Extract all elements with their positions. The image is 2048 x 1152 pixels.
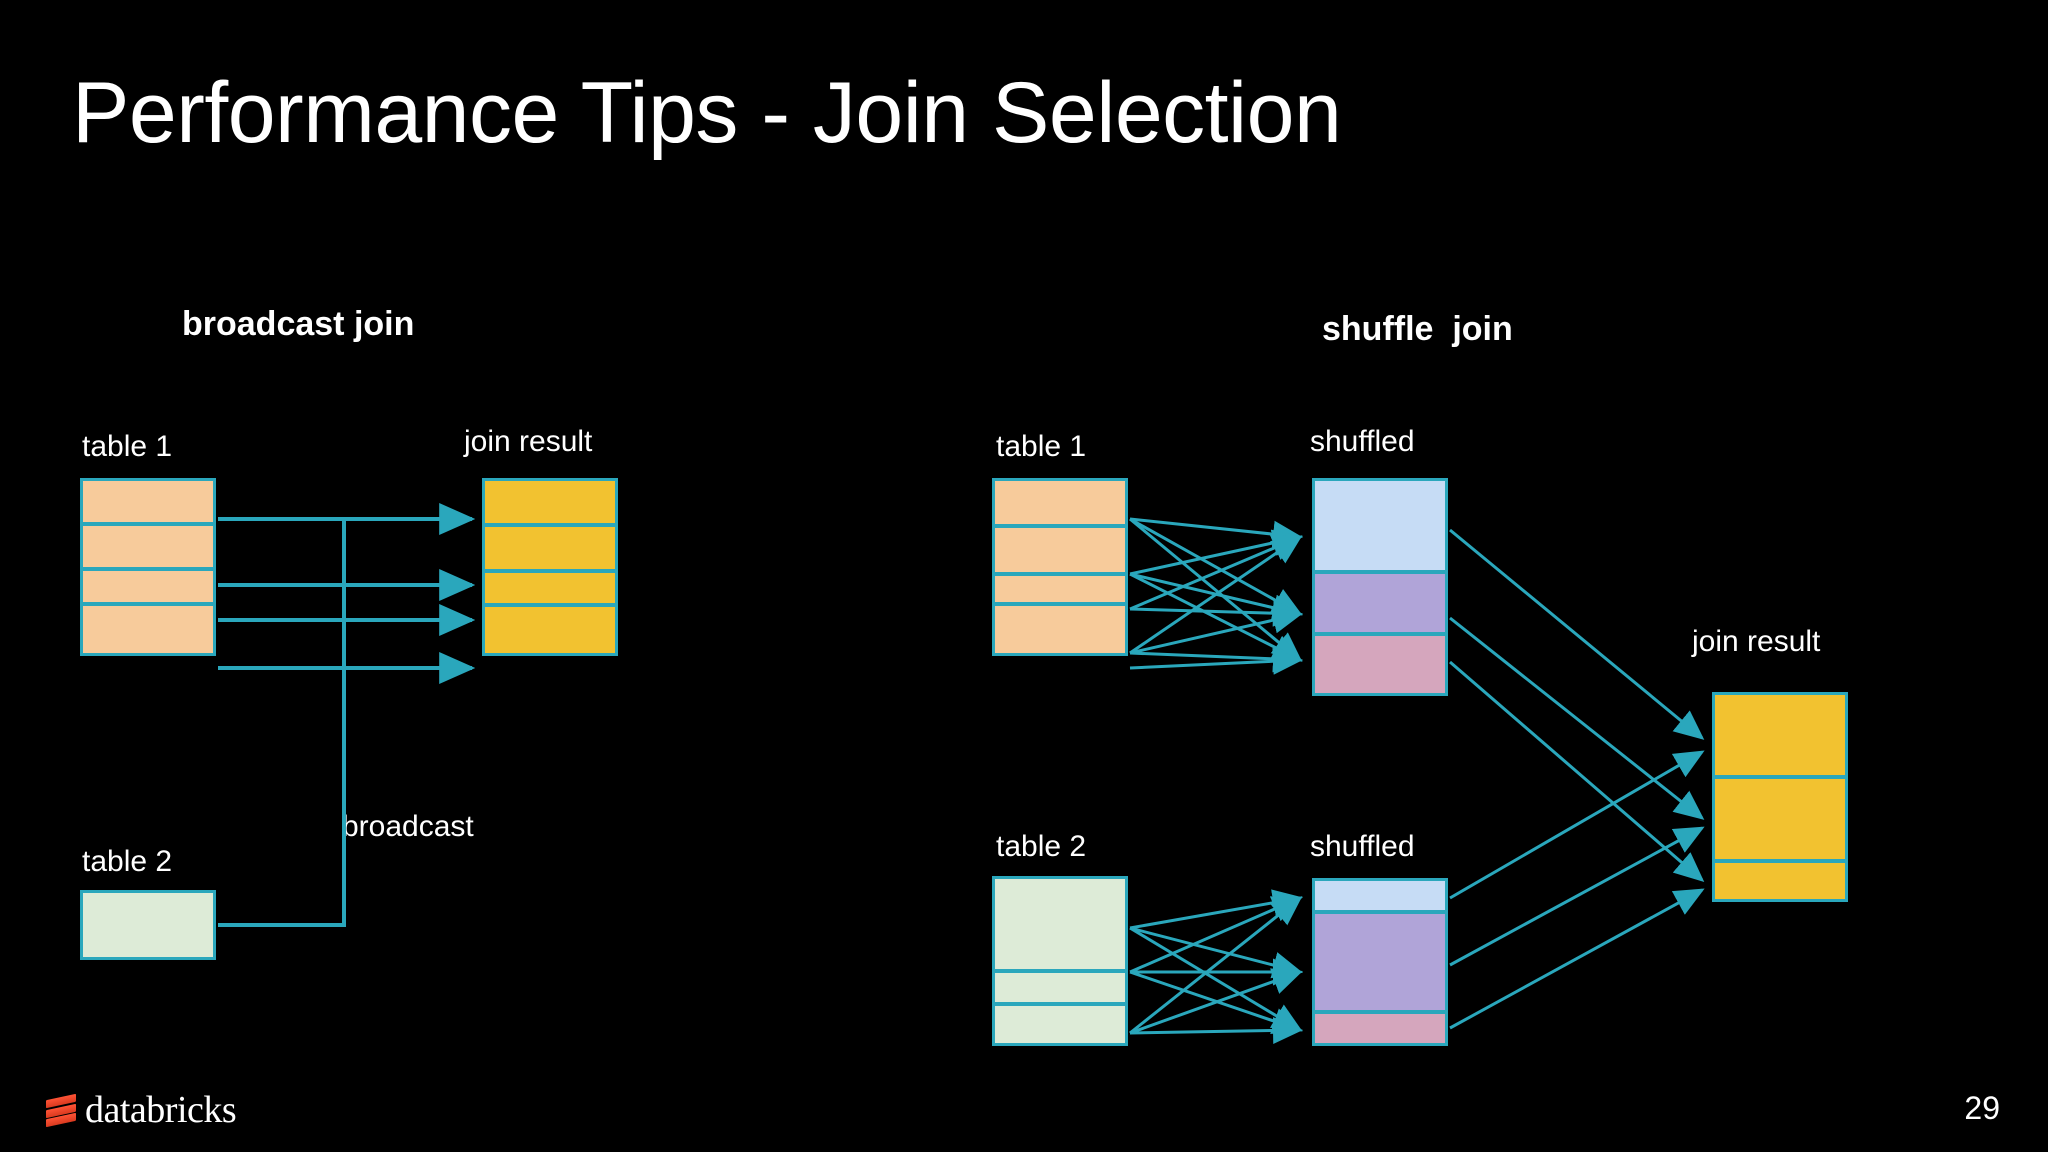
table-row xyxy=(83,522,213,568)
page-number: 29 xyxy=(1964,1090,2000,1126)
shuffle-join-heading: shuffle join xyxy=(1322,310,1513,348)
broadcast-table1-label: table 1 xyxy=(82,430,173,463)
databricks-bricks-icon xyxy=(46,1093,76,1128)
broadcast-table2-label: table 2 xyxy=(82,845,173,878)
table-row xyxy=(1715,695,1845,775)
table-row xyxy=(995,481,1125,524)
broadcast-join-heading: broadcast join xyxy=(182,305,415,343)
table-row xyxy=(1315,909,1445,1011)
table-row xyxy=(485,602,615,653)
table-row xyxy=(1315,570,1445,632)
table-row xyxy=(995,879,1125,969)
table-row xyxy=(1715,775,1845,859)
table-row xyxy=(995,968,1125,1002)
table-row xyxy=(1715,859,1845,899)
broadcast-table1-box xyxy=(80,478,216,656)
broadcast-table2-box xyxy=(80,890,216,960)
table-row xyxy=(83,893,213,957)
page-title: Performance Tips - Join Selection xyxy=(72,65,1342,161)
table-row xyxy=(1315,481,1445,571)
table-row xyxy=(995,523,1125,573)
table-row xyxy=(83,481,213,523)
shuffle-bottom-shuffled-box xyxy=(1312,878,1448,1046)
table-row xyxy=(995,602,1125,653)
shuffle-join-result-label: join result xyxy=(1692,625,1821,658)
shuffle-top-shuffled-label: shuffled xyxy=(1310,425,1415,458)
table-row xyxy=(485,481,615,523)
table-row xyxy=(995,572,1125,603)
broadcast-join-result-label: join result xyxy=(464,425,593,458)
table-row xyxy=(995,1001,1125,1043)
broadcast-edge-label: broadcast xyxy=(342,810,474,843)
shuffle-top-shuffled-box xyxy=(1312,478,1448,696)
shuffle-bottom-shuffled-label: shuffled xyxy=(1310,830,1415,863)
shuffle-table2-box xyxy=(992,876,1128,1046)
shuffle-top-table-label: table 1 xyxy=(996,430,1087,463)
table-row xyxy=(1315,881,1445,910)
shuffle-table1-box xyxy=(992,478,1128,656)
table-row xyxy=(1315,1010,1445,1043)
databricks-logo: databricks xyxy=(46,1088,237,1132)
shuffle-join-result-box xyxy=(1712,692,1848,902)
table-row xyxy=(1315,631,1445,693)
shuffle-bottom-table-label: table 2 xyxy=(996,830,1087,863)
broadcast-join-result-box xyxy=(482,478,618,656)
table-row xyxy=(83,601,213,653)
brand-name: databricks xyxy=(85,1089,237,1131)
table-row xyxy=(485,568,615,603)
table-row xyxy=(485,522,615,569)
table-row xyxy=(83,567,213,602)
